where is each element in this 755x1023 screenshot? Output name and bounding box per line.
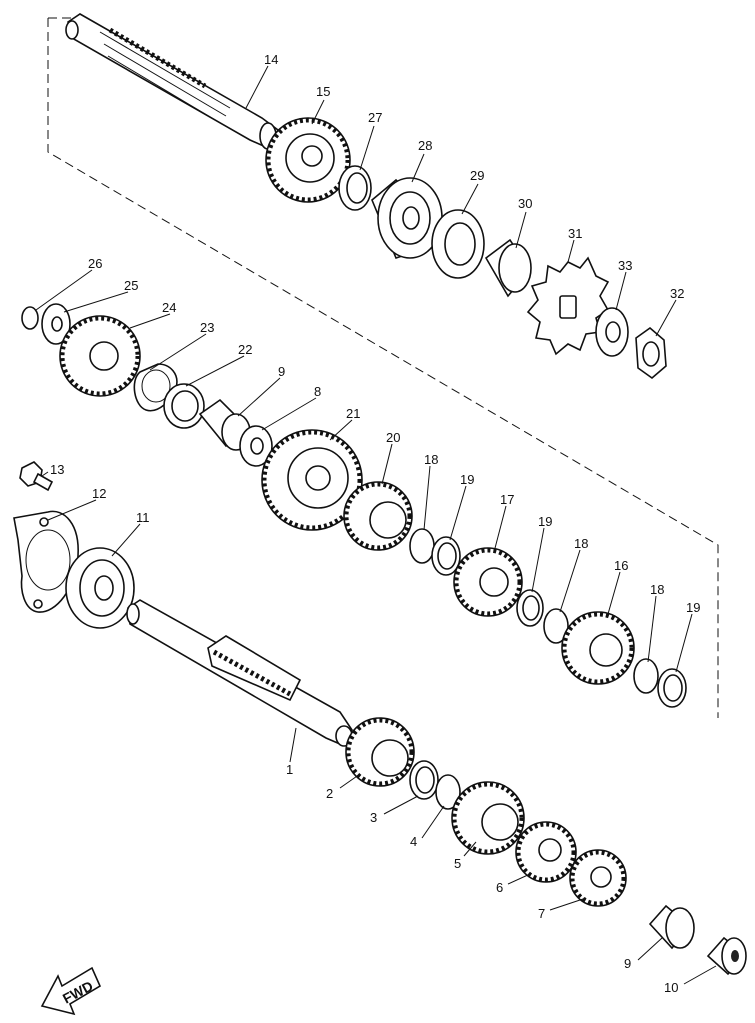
callout-5: 5: [454, 856, 461, 871]
callout-9-upper: 9: [278, 364, 285, 379]
collar-30: [484, 238, 532, 298]
gear-2: [345, 717, 415, 787]
callout-20: 20: [386, 430, 400, 445]
gear-16: [561, 611, 635, 685]
callout-14: 14: [264, 52, 278, 67]
callout-18-a: 18: [424, 452, 438, 467]
callout-18-c: 18: [650, 582, 664, 597]
sprocket-31: [526, 256, 610, 356]
washer-19-c: [657, 668, 687, 708]
leader-lines: [35, 65, 717, 985]
callout-10: 10: [664, 980, 678, 995]
callout-1: 1: [286, 762, 293, 777]
callout-25: 25: [124, 278, 138, 293]
callout-17: 17: [500, 492, 514, 507]
gear-15: [265, 117, 351, 203]
washer-25: [41, 303, 71, 345]
gear-17: [453, 547, 523, 617]
callout-8: 8: [314, 384, 321, 399]
callout-11: 11: [136, 510, 150, 525]
gear-20: [343, 481, 413, 551]
callout-6: 6: [496, 880, 503, 895]
lock-washer-33: [595, 307, 629, 357]
callout-28: 28: [418, 138, 432, 153]
nut-32: [635, 326, 667, 380]
circlip-18-a: [409, 528, 435, 564]
callout-27: 27: [368, 110, 382, 125]
collar-10: [706, 936, 747, 976]
callout-13: 13: [50, 462, 64, 477]
callout-19-a: 19: [460, 472, 474, 487]
callout-22: 22: [238, 342, 252, 357]
circlip-18-b: [543, 608, 569, 644]
drive-axle: [65, 13, 280, 150]
needle-bearing-9-lower: [648, 904, 695, 950]
callout-19-c: 19: [686, 600, 700, 615]
callout-29: 29: [470, 168, 484, 183]
circlip-18-c: [633, 658, 659, 694]
assembly-outline: [47, 17, 719, 718]
gear-5: [451, 781, 525, 855]
main-axle-1: [126, 599, 354, 747]
callout-18-b: 18: [574, 536, 588, 551]
retainer-plate-12: [13, 510, 79, 613]
circlip-26: [21, 306, 39, 330]
callout-23: 23: [200, 320, 214, 335]
washer-27: [338, 165, 372, 211]
callout-33: 33: [618, 258, 632, 273]
washer-19-a: [431, 536, 461, 576]
callout-19-b: 19: [538, 514, 552, 529]
washer-8: [239, 425, 273, 467]
callout-32: 32: [670, 286, 684, 301]
circlip-4: [435, 774, 461, 810]
callout-16: 16: [614, 558, 628, 573]
callout-15: 15: [316, 84, 330, 99]
washer-3: [409, 760, 439, 800]
gear-6: [515, 821, 577, 883]
washer-19-b: [516, 589, 544, 627]
washer-22: [163, 383, 205, 429]
callout-30: 30: [518, 196, 532, 211]
callout-9-lower: 9: [624, 956, 631, 971]
bolt-13: [19, 461, 54, 492]
callout-31: 31: [568, 226, 582, 241]
gear-24: [59, 315, 141, 397]
callout-2: 2: [326, 786, 333, 801]
callout-12: 12: [92, 486, 106, 501]
callout-4: 4: [410, 834, 417, 849]
bearing-11: [65, 547, 135, 629]
oil-seal-29: [431, 209, 485, 279]
callout-26: 26: [88, 256, 102, 271]
callout-labels: 14 15 27 28 29 30 31 33 32 26 25 24 23 2…: [50, 52, 700, 995]
callout-7: 7: [538, 906, 545, 921]
gear-21: [261, 429, 363, 531]
gear-7: [569, 849, 627, 907]
callout-21: 21: [346, 406, 360, 421]
bearing-28: [371, 177, 443, 259]
fwd-arrow-icon: FWD: [40, 966, 102, 1016]
callout-3: 3: [370, 810, 377, 825]
callout-24: 24: [162, 300, 176, 315]
